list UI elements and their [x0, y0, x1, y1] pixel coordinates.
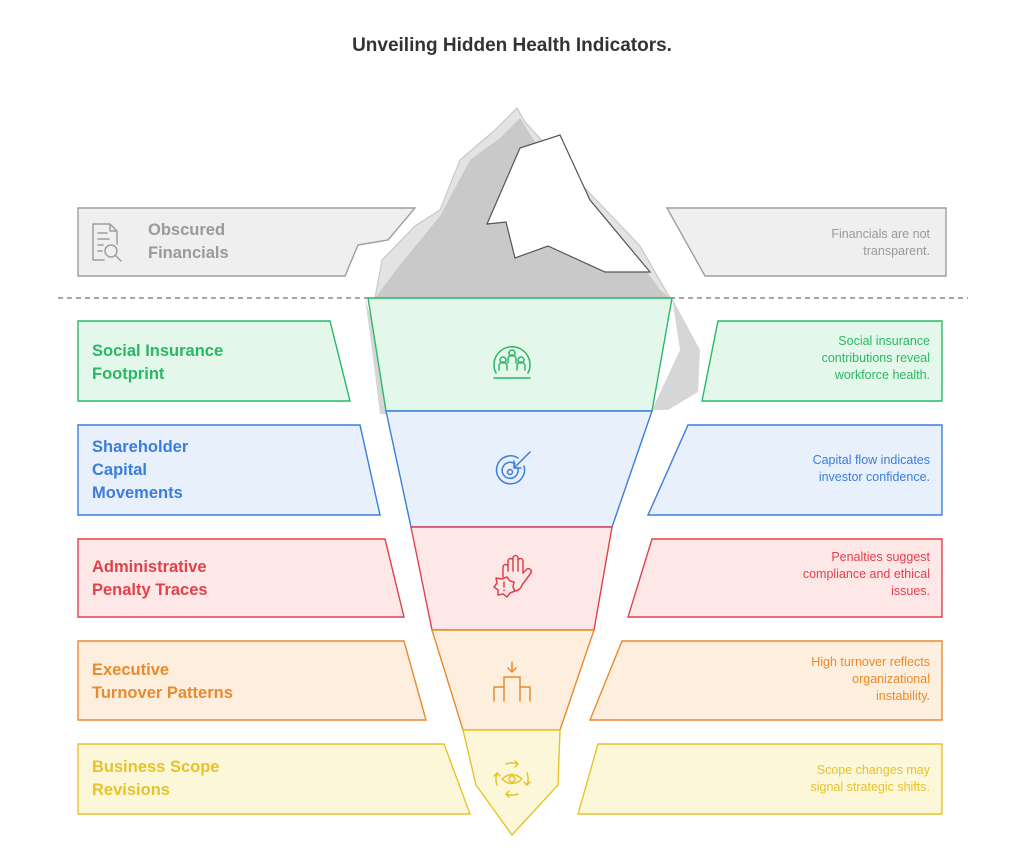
eye-cycle-icon	[493, 760, 531, 798]
iceberg-right-edge	[652, 298, 700, 410]
layer-label-panel-4	[77, 640, 427, 721]
layer-3-desc-line-1: Penalties suggest	[831, 550, 930, 564]
layer-label-panel-2	[77, 424, 381, 516]
layer-4-label-line-1: Executive	[92, 661, 170, 679]
iceberg-left-edge	[365, 298, 386, 414]
people-group-icon	[493, 346, 531, 379]
layer-band-4	[431, 629, 595, 731]
podium-arrow-icon	[493, 661, 531, 702]
layer-desc-panel-3	[627, 538, 943, 618]
layer-1-desc-line-1: Social insurance	[838, 334, 930, 348]
layer-band-2	[385, 410, 653, 528]
layer-5-label-line-2: Revisions	[92, 781, 170, 799]
surface-desc-line-2: transparent.	[863, 244, 930, 258]
hand-alert-icon	[493, 554, 533, 598]
layer-1-desc-line-2: contributions reveal	[821, 351, 930, 365]
layer-3-label-line-1: Administrative	[92, 558, 207, 576]
surface-desc-panel	[665, 207, 947, 277]
layer-2-label-line-2: Capital	[92, 461, 148, 479]
layer-2-desc-line-1: Capital flow indicates	[812, 453, 930, 467]
layer-4-desc-line-2: organizational	[852, 672, 930, 686]
target-arrow-icon	[495, 451, 531, 485]
layer-desc-panel-2	[646, 424, 943, 516]
layer-3-desc-line-3: issues.	[891, 584, 930, 598]
layer-label-panel-1	[77, 320, 351, 402]
surface-desc-line-1: Financials are not	[831, 227, 930, 241]
layer-1-label-line-1: Social Insurance	[92, 342, 224, 360]
layer-5-desc-line-2: signal strategic shifts.	[810, 780, 931, 794]
layer-desc-panel-5	[577, 743, 943, 815]
diagram-title: Unveiling Hidden Health Indicators.	[352, 35, 672, 56]
layer-1-label-line-2: Footprint	[92, 365, 165, 383]
layer-3-desc-line-2: compliance and ethical	[802, 567, 930, 581]
layer-5-label-line-1: Business Scope	[92, 758, 220, 776]
layer-3-label-line-2: Penalty Traces	[92, 581, 208, 599]
layer-4-desc-line-3: instability.	[876, 689, 930, 703]
layer-2-label-line-1: Shareholder	[92, 438, 189, 456]
surface-label-line-2: Financials	[148, 244, 229, 262]
layer-desc-panel-4	[588, 640, 943, 721]
layer-label-panel-3	[77, 538, 405, 618]
document-search-icon	[92, 223, 122, 262]
layer-5-desc-line-1: Scope changes may	[816, 763, 930, 777]
layer-2-desc-line-2: investor confidence.	[818, 470, 930, 484]
layer-label-panel-5	[77, 743, 472, 815]
layer-4-desc-line-1: High turnover reflects	[811, 655, 930, 669]
layer-desc-panel-1	[701, 320, 943, 402]
layer-band-3	[410, 526, 613, 631]
surface-label-panel	[77, 207, 417, 277]
layer-2-label-line-3: Movements	[92, 484, 183, 502]
surface-label-line-1: Obscured	[148, 221, 226, 239]
layer-1-desc-line-3: workforce health.	[834, 368, 930, 382]
layer-band-1	[367, 297, 673, 412]
iceberg-snow	[486, 134, 652, 273]
layer-4-label-line-2: Turnover Patterns	[92, 684, 233, 702]
